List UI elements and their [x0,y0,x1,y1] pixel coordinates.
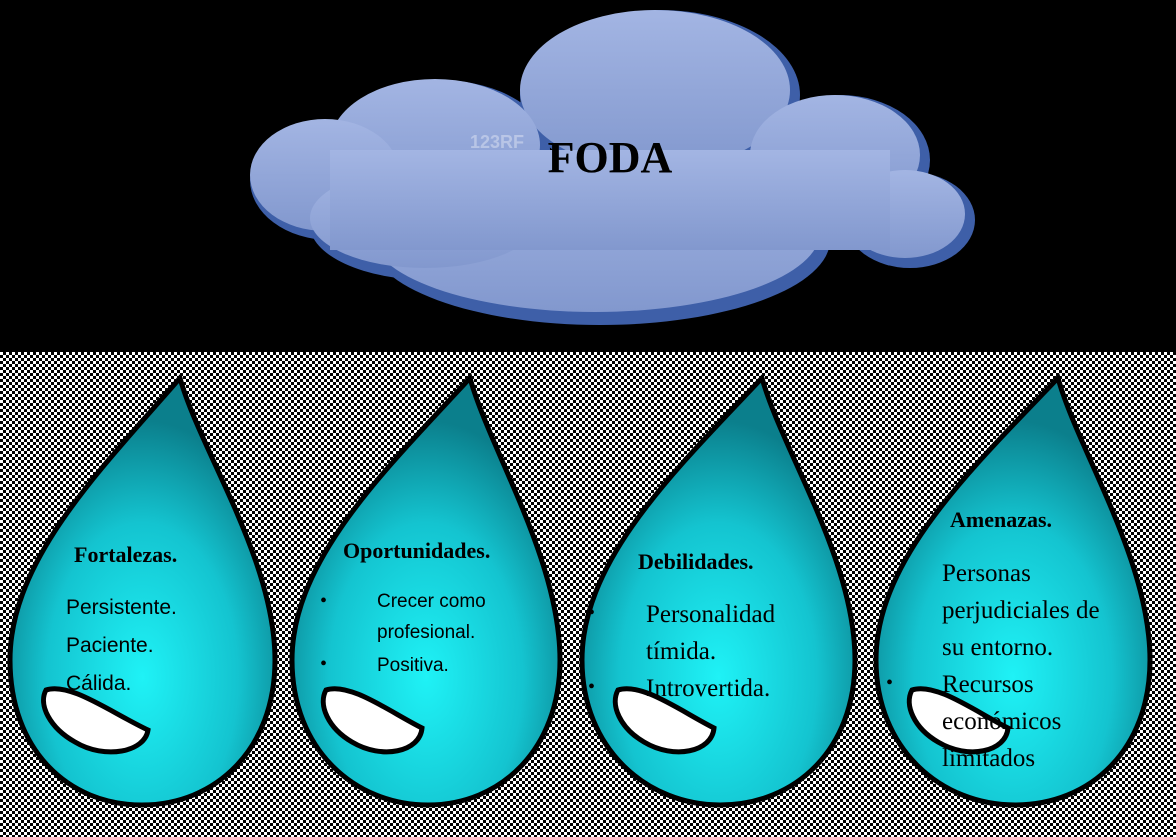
bullet-icon: • [588,602,596,624]
heading-oportunidades: Oportunidades. [343,538,491,563]
drop-highlight [320,686,425,755]
item-oportunidades-2: profesional. [377,622,476,643]
item-fortalezas-2: Paciente. [66,634,154,657]
item-amenazas-6: limitados [942,745,1036,772]
heading-amenazas: Amenazas. [950,507,1053,532]
item-amenazas-3: su entorno. [942,634,1054,661]
heading-fortalezas: Fortalezas. [74,542,178,567]
drop-highlight [612,686,717,755]
item-amenazas-5: económicos [942,708,1062,735]
item-oportunidades-3: Positiva. [377,655,449,676]
bullet-icon: • [588,676,596,698]
item-debilidades-1: Personalidad [646,601,776,628]
item-debilidades-2: tímida. [646,638,717,665]
item-fortalezas-1: Persistente. [66,596,177,619]
drop-oportunidades [289,373,563,808]
drop-highlight [41,686,151,755]
item-amenazas-2: perjudiciales de [942,597,1100,624]
drop-highlight [906,686,1011,755]
item-amenazas-4: Recursos [942,671,1034,698]
drop-fortalezas [7,372,278,808]
bullet-icon: • [886,672,894,694]
bullet-icon: • [320,653,328,675]
heading-debilidades: Debilidades. [638,549,754,574]
drop-amenazas [873,373,1153,808]
bullet-icon: • [320,590,328,612]
item-fortalezas-3: Cálida. [66,672,132,695]
cloud-shape [250,10,975,325]
drop-debilidades [579,373,858,808]
item-oportunidades-1: Crecer como [377,591,486,612]
item-debilidades-3: Introvertida. [646,675,771,702]
watermark-text: 123RF [470,132,525,152]
diagram-title: FODA [547,133,673,182]
item-amenazas-1: Personas [942,560,1031,587]
